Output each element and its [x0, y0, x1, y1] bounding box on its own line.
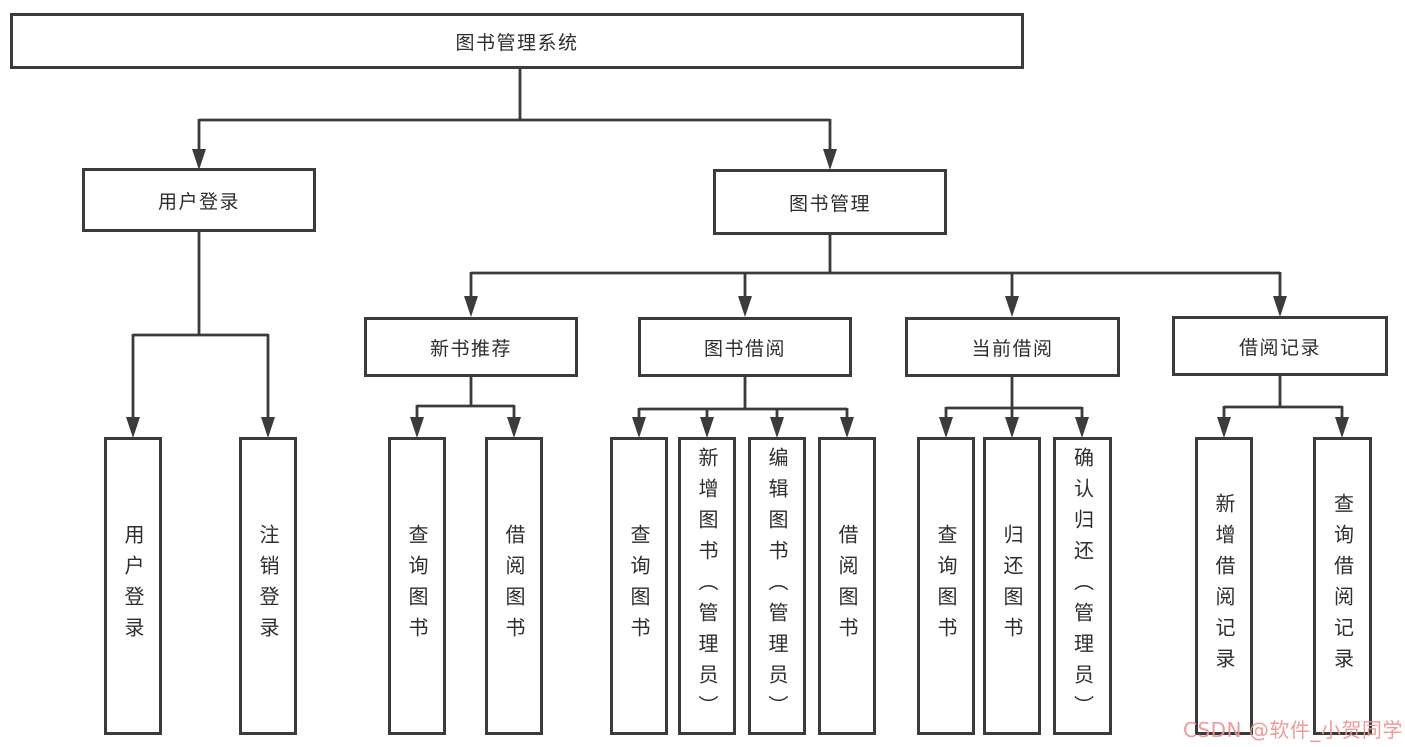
- leaf-borrow-book: 借阅图书: [818, 437, 876, 735]
- leaf-return-book: 归还图书: [983, 437, 1041, 735]
- node-label: 确认归还（管理员）: [1070, 446, 1095, 726]
- leaf-logout: 注销登录: [239, 437, 297, 735]
- node-label: 查询图书: [627, 524, 651, 648]
- leaf-query-book-borrow: 查询图书: [610, 437, 668, 735]
- node-book-management: 图书管理: [713, 169, 947, 235]
- node-label: 查询图书: [405, 524, 429, 648]
- leaf-add-borrow-record: 新增借阅记录: [1195, 437, 1253, 735]
- node-new-book-recommend: 新书推荐: [364, 317, 578, 377]
- node-label: 图书管理系统: [455, 31, 579, 54]
- node-user-login: 用户登录: [82, 168, 316, 232]
- node-label: 图书借阅: [703, 337, 786, 360]
- node-label: 查询图书: [934, 524, 958, 648]
- leaf-query-book-current: 查询图书: [917, 437, 975, 735]
- node-label: 新增图书（管理员）: [695, 446, 719, 726]
- node-label: 编辑图书（管理员）: [765, 446, 789, 726]
- leaf-user-login: 用户登录: [104, 437, 162, 735]
- leaf-add-book-admin: 新增图书（管理员）: [678, 437, 736, 735]
- leaf-edit-book-admin: 编辑图书（管理员）: [748, 437, 806, 735]
- leaf-query-borrow-record: 查询借阅记录: [1313, 437, 1372, 735]
- node-label: 归还图书: [1000, 524, 1024, 648]
- leaf-confirm-return-admin: 确认归还（管理员）: [1053, 437, 1112, 735]
- leaf-query-book-recommend: 查询图书: [388, 437, 446, 735]
- node-label: 借阅图书: [502, 524, 526, 648]
- node-label: 用户登录: [121, 524, 145, 648]
- leaf-borrow-book-recommend: 借阅图书: [485, 437, 543, 735]
- node-label: 注销登录: [256, 524, 280, 648]
- node-label: 新书推荐: [429, 337, 512, 360]
- node-label: 图书管理: [788, 192, 871, 215]
- node-label: 用户登录: [157, 190, 240, 213]
- node-library-management-system: 图书管理系统: [10, 13, 1024, 69]
- node-label: 查询借阅记录: [1330, 493, 1355, 679]
- node-current-borrow: 当前借阅: [905, 317, 1120, 377]
- node-label: 新增借阅记录: [1212, 493, 1236, 679]
- node-borrow-records: 借阅记录: [1172, 316, 1388, 376]
- node-label: 借阅图书: [835, 524, 859, 648]
- node-book-borrow: 图书借阅: [638, 317, 852, 377]
- node-label: 当前借阅: [971, 337, 1054, 360]
- watermark: CSDN @软件_小贺同学: [1183, 718, 1403, 742]
- node-label: 借阅记录: [1238, 336, 1321, 359]
